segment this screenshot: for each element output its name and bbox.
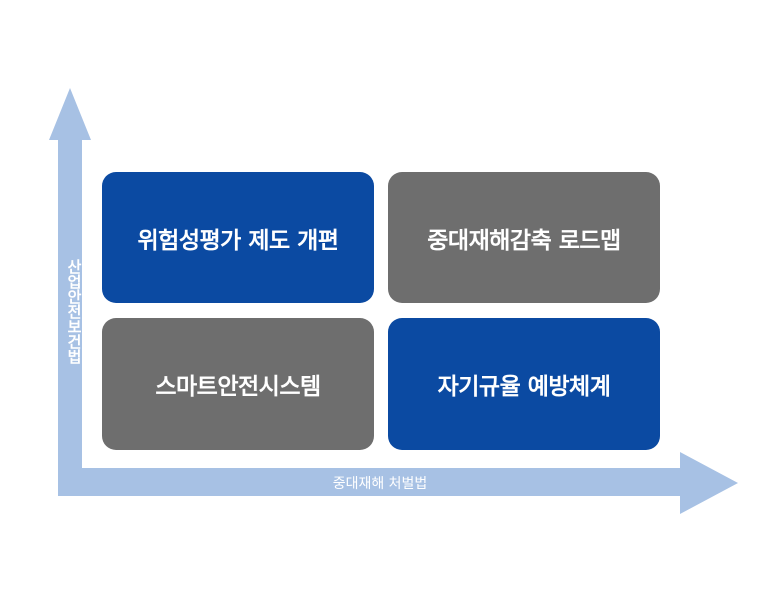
y-axis-arrow [49,88,91,468]
x-axis-arrow [58,452,738,514]
box-label: 위험성평가 제도 개편 [137,227,339,254]
box-self-regulation-prevention: 자기규율 예방체계 [388,318,660,450]
box-risk-assessment: 위험성평가 제도 개편 [102,172,374,303]
x-axis-label: 중대재해 처벌법 [332,476,428,492]
box-label: 중대재해감축 로드맵 [427,227,621,254]
y-axis-label: 산업안전보건법 [65,258,83,364]
box-reduction-roadmap: 중대재해감축 로드맵 [388,172,660,303]
box-label: 스마트안전시스템 [155,374,321,400]
box-smart-safety-system: 스마트안전시스템 [102,318,374,450]
box-label: 자기규율 예방체계 [437,374,611,400]
